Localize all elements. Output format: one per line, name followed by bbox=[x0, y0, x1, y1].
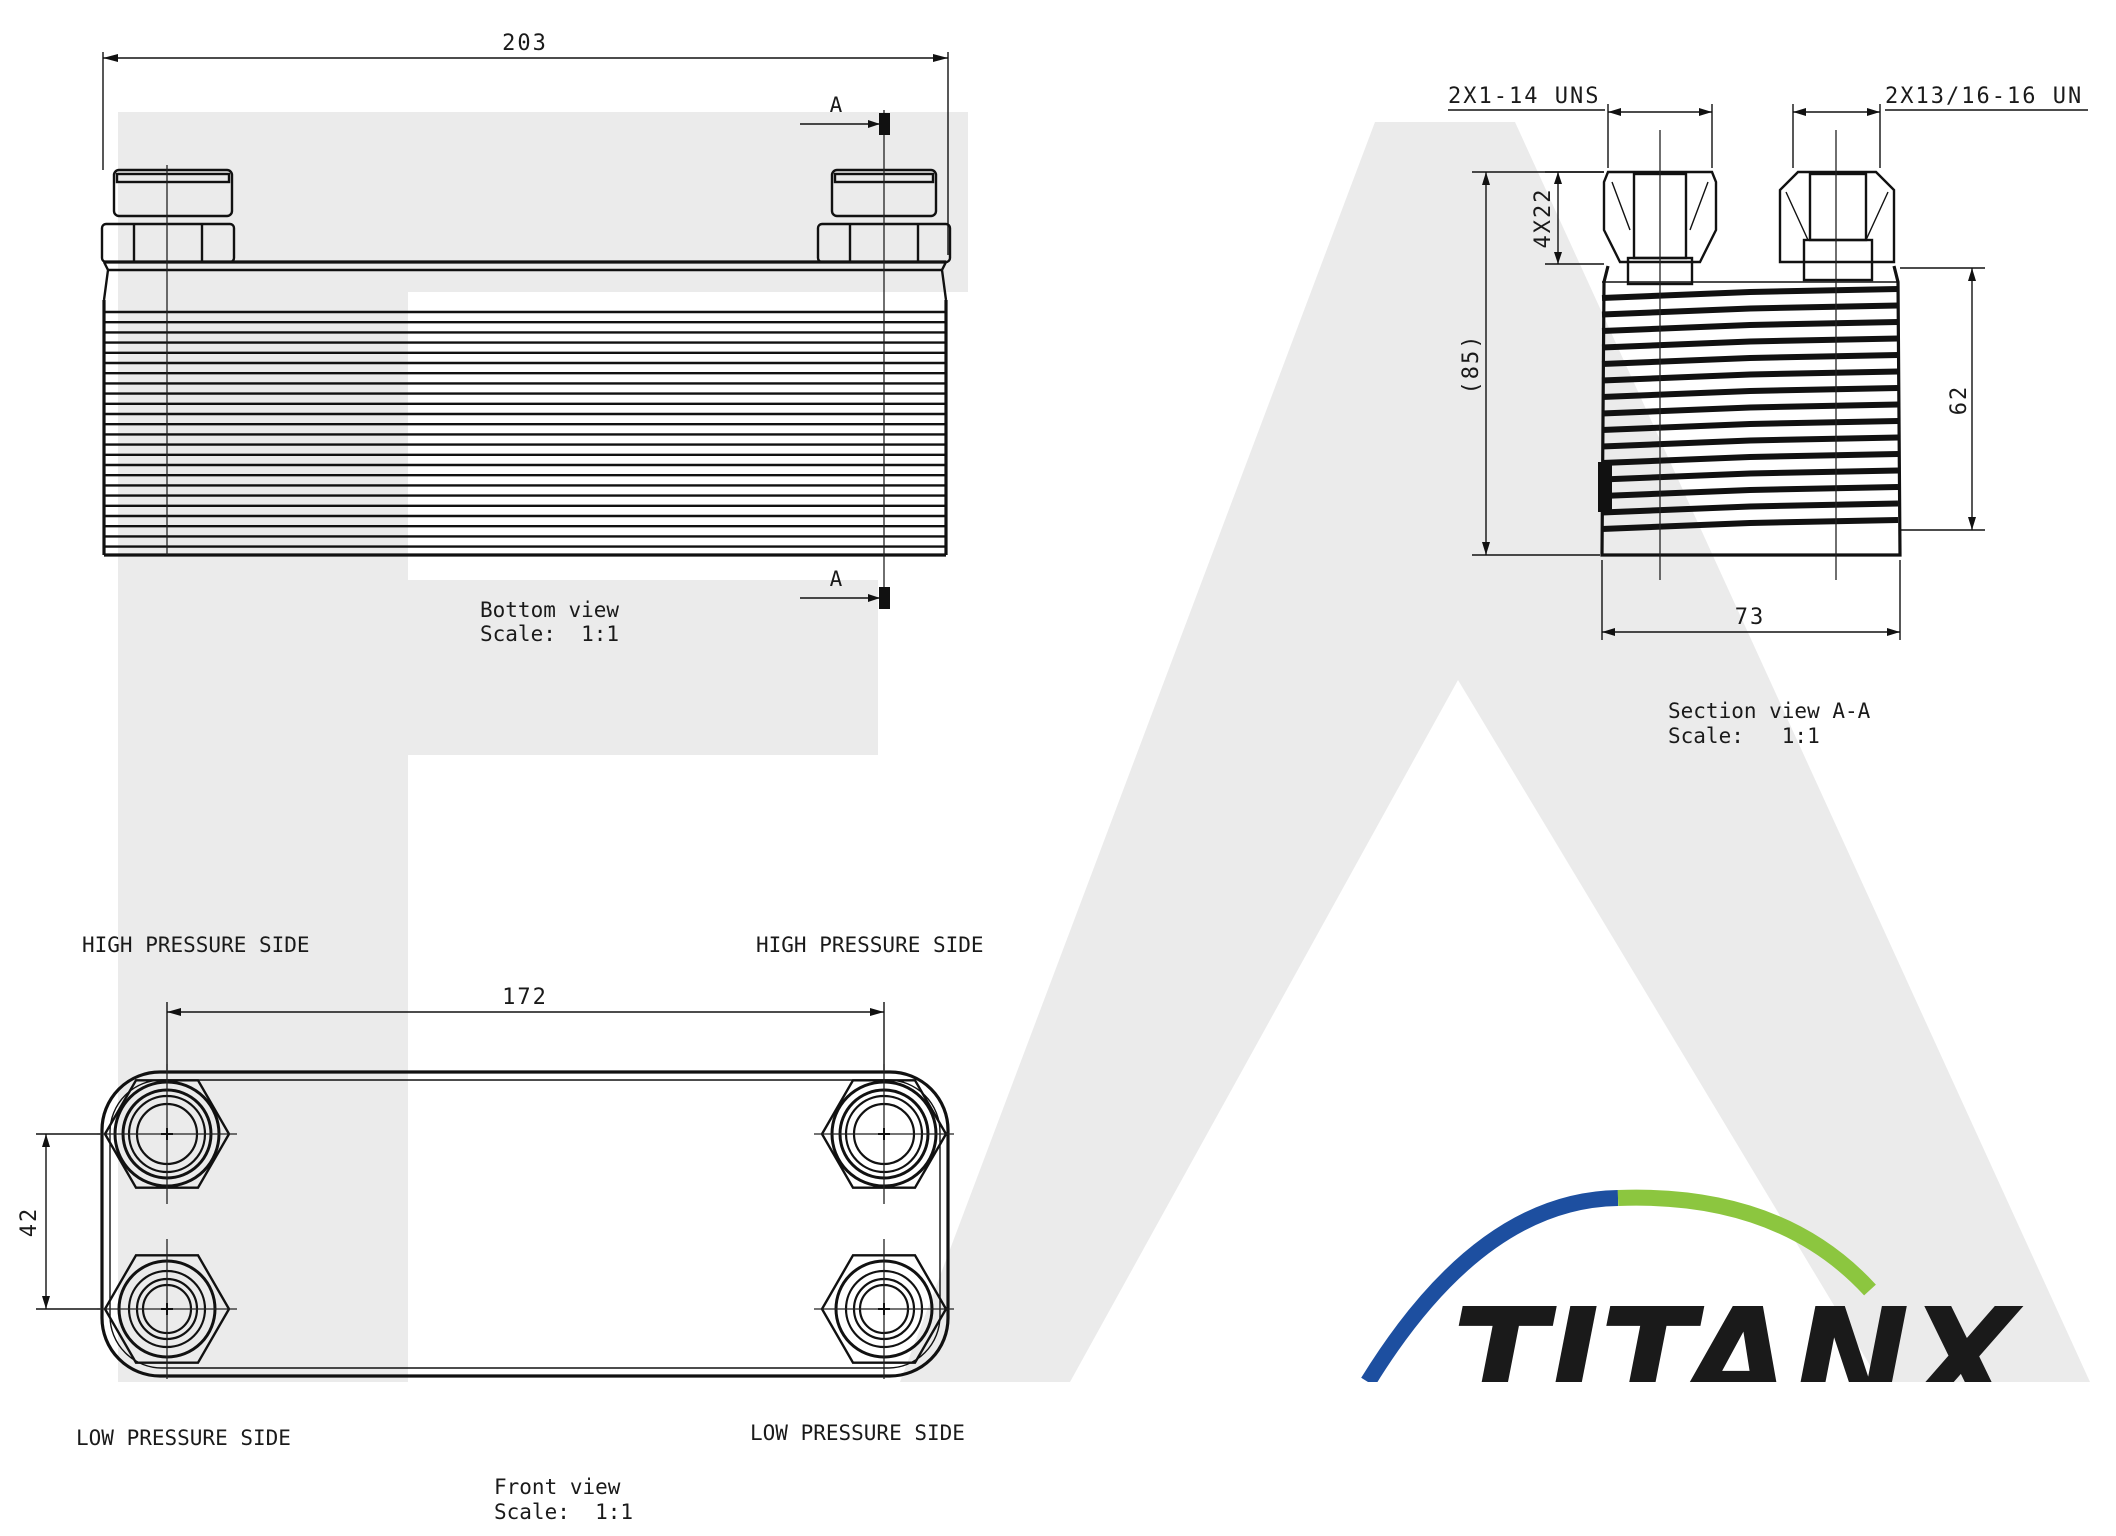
section-marker-bottom: A bbox=[800, 567, 890, 609]
high-pressure-right-label: HIGH PRESSURE SIDE bbox=[756, 933, 984, 957]
logo-arc-blue bbox=[1361, 1190, 1619, 1387]
section-view-scale: Scale: 1:1 bbox=[1668, 724, 1820, 748]
plate-stack bbox=[102, 300, 948, 557]
high-pressure-left-label: HIGH PRESSURE SIDE bbox=[82, 933, 310, 957]
section-fin bbox=[1601, 286, 1899, 301]
section-view-title: Section view A-A bbox=[1668, 699, 1871, 723]
section-fin bbox=[1601, 517, 1899, 532]
logo-arc-green bbox=[1617, 1189, 1876, 1296]
dim-port-spacing: 172 bbox=[502, 985, 548, 1010]
thread-left-label: 2X1-14 UNS bbox=[1448, 84, 1600, 109]
low-pressure-left-label: LOW PRESSURE SIDE bbox=[76, 1426, 291, 1450]
port-low-right bbox=[814, 1239, 954, 1379]
section-fin bbox=[1601, 484, 1899, 499]
section-view: 2X1-14 UNS 2X13/16-16 UN bbox=[1448, 84, 2088, 748]
section-fin bbox=[1601, 368, 1899, 384]
bottom-view-scale: Scale: 1:1 bbox=[480, 622, 619, 646]
svg-text:A: A bbox=[830, 93, 843, 117]
front-ports bbox=[97, 1064, 954, 1379]
section-fitting-right bbox=[1778, 170, 1896, 282]
port-high-right bbox=[814, 1064, 954, 1204]
section-fin bbox=[1601, 500, 1899, 516]
section-fin bbox=[1601, 385, 1899, 400]
section-fin bbox=[1601, 352, 1899, 367]
bottom-view-title: Bottom view bbox=[480, 598, 619, 622]
section-fin bbox=[1601, 319, 1899, 334]
low-pressure-right-label: LOW PRESSURE SIDE bbox=[750, 1421, 965, 1445]
section-fin bbox=[1601, 434, 1899, 450]
dim-port-depth: 4X22 bbox=[1531, 188, 1556, 249]
section-fin bbox=[1601, 418, 1899, 433]
bottom-view: 203 A bbox=[100, 31, 952, 646]
front-view: HIGH PRESSURE SIDE HIGH PRESSURE SIDE LO… bbox=[17, 933, 984, 1524]
section-fin bbox=[1601, 467, 1899, 483]
dim-plate-pack-height: 62 bbox=[1947, 385, 1972, 416]
section-fin bbox=[1601, 401, 1899, 417]
thread-right-label: 2X13/16-16 UN bbox=[1885, 84, 2083, 109]
svg-text:A: A bbox=[830, 567, 843, 591]
titanx-logo: TITANX bbox=[1300, 1189, 2116, 1536]
dim-section-height: (85) bbox=[1459, 334, 1484, 395]
port-low-left bbox=[97, 1239, 237, 1379]
watermark bbox=[118, 112, 2090, 1382]
dim-section-width: 73 bbox=[1735, 605, 1766, 630]
dim-port-offset: 42 bbox=[17, 1207, 42, 1238]
section-fin bbox=[1601, 302, 1899, 318]
front-view-scale: Scale: 1:1 bbox=[494, 1500, 633, 1524]
section-fin bbox=[1601, 335, 1899, 351]
section-fin bbox=[1601, 451, 1899, 466]
front-view-title: Front view bbox=[494, 1475, 621, 1499]
dim-overall-length: 203 bbox=[502, 31, 548, 56]
section-plate-fins bbox=[1601, 286, 1899, 532]
port-high-left bbox=[97, 1064, 237, 1204]
section-marker-top: A bbox=[800, 93, 890, 135]
